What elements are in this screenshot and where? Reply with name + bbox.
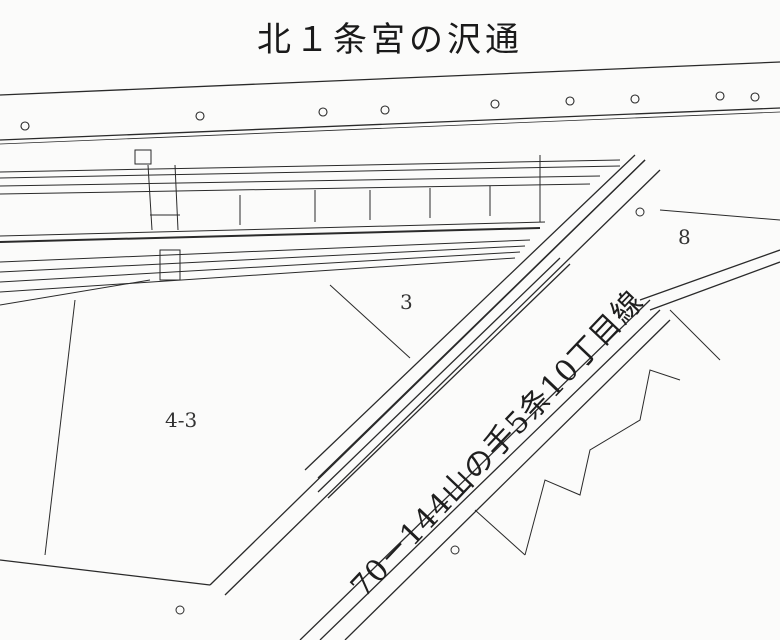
sidewalk-band — [0, 149, 621, 306]
map-title: 北１条宮の沢通 — [257, 20, 523, 60]
parcel-lines — [44, 207, 780, 615]
parcel-label-4-3: 4-3 — [165, 408, 198, 432]
parcel-label-8: 8 — [678, 225, 691, 249]
diagonal-road — [0, 154, 780, 640]
parcel-label-3: 3 — [400, 290, 413, 314]
north-road — [0, 61, 780, 145]
